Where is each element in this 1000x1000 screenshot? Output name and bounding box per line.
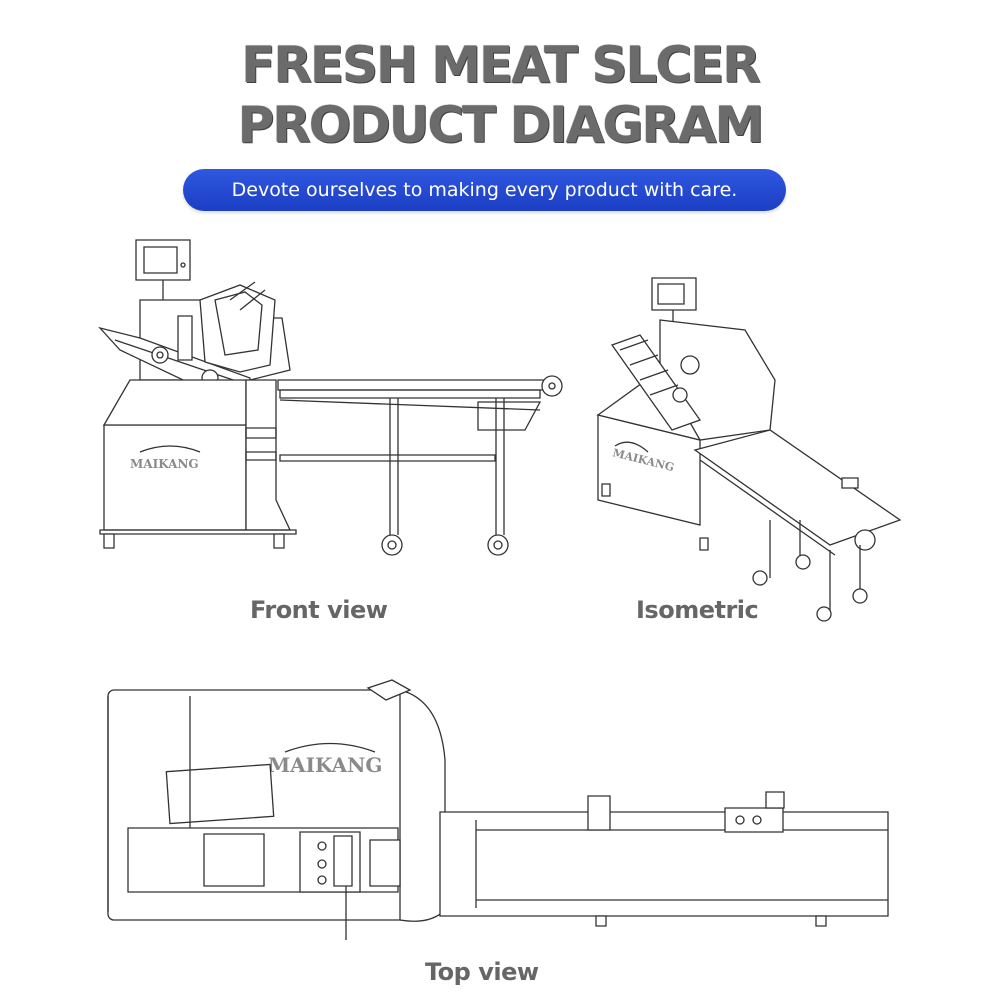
top-conveyor	[440, 812, 888, 916]
top-logo: MAIKANG	[268, 753, 382, 777]
isometric-caption: Isometric	[636, 596, 759, 624]
front-logo: MAIKANG	[130, 457, 199, 471]
title-line-1: FRESH MEAT SLCER	[241, 36, 761, 94]
iso-control-panel	[652, 278, 696, 310]
top-view-caption: Top view	[425, 958, 539, 986]
title-line-2: PRODUCT DIAGRAM	[237, 96, 765, 154]
front-view-caption: Front view	[250, 596, 388, 624]
iso-conveyor	[695, 430, 900, 545]
tagline-banner: Devote ourselves to making every product…	[183, 169, 786, 211]
front-cabinet	[104, 425, 246, 530]
